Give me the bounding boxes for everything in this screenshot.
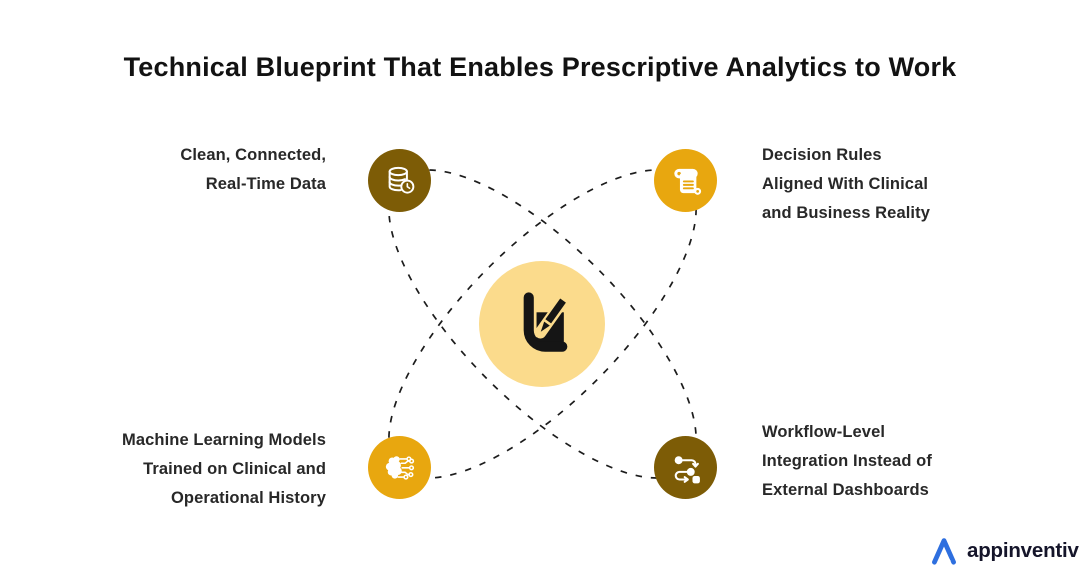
workflow-icon [674,455,700,483]
appinventiv-logo: appinventiv [928,534,1079,568]
page-title: Technical Blueprint That Enables Prescri… [123,52,957,82]
center-hub [479,261,605,387]
label-line: Aligned With Clinical [762,175,929,193]
appinventiv-triangle-icon [932,538,956,565]
database-clock-icon [388,166,414,194]
node-workflow-integration [654,436,717,499]
label-line: Trained on Clinical and [143,460,326,478]
label-line: External Dashboards [762,481,929,499]
node-clean-data [368,149,431,212]
label-line: and Business Reality [762,204,930,222]
node-machine-learning [368,436,431,499]
label-line: Machine Learning Models [122,431,326,449]
label-line: Clean, Connected, [180,146,326,164]
label-line: Workflow-Level [762,423,886,441]
scroll-icon [673,168,701,195]
label-line: Integration Instead of [762,452,932,470]
logo-wordmark: appinventiv [967,539,1079,562]
label-clean-connected-data: Clean, Connected, Real-Time Data [40,141,326,199]
label-machine-learning-models: Machine Learning Models Trained on Clini… [40,426,326,513]
brain-circuit-icon [385,455,414,480]
label-line: Operational History [170,489,326,507]
label-line: Real-Time Data [205,175,326,193]
label-line: Decision Rules [762,146,882,164]
node-decision-rules [654,149,717,212]
label-workflow-integration: Workflow-Level Integration Instead of Ex… [762,418,1062,505]
blueprint-edit-icon [523,291,572,352]
label-decision-rules: Decision Rules Aligned With Clinical and… [762,141,1062,228]
